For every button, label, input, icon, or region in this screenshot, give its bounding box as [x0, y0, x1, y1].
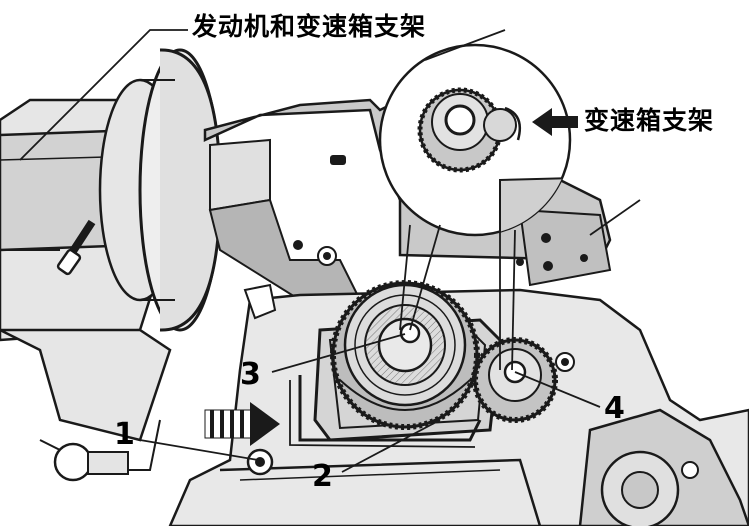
detail-circle: [378, 43, 578, 237]
arrow-left-icon: [532, 108, 578, 136]
leader-lines: [19, 29, 641, 473]
callout-2: 2: [312, 459, 333, 494]
arrow-right-icon: [204, 402, 280, 446]
bolt: [56, 219, 96, 276]
callout-1: 1: [114, 417, 135, 452]
part-1-stud: [53, 442, 274, 482]
retaining-clip: [289, 375, 482, 448]
large-gear: [330, 280, 480, 430]
label-engine-gearbox-bracket: 发动机和变速箱支架: [192, 12, 427, 41]
label-gearbox-bracket: 变速箱支架: [584, 106, 715, 135]
callout-3: 3: [240, 357, 261, 392]
flange-disc: [98, 48, 222, 332]
small-gear: [472, 337, 558, 423]
callout-4: 4: [604, 391, 625, 426]
